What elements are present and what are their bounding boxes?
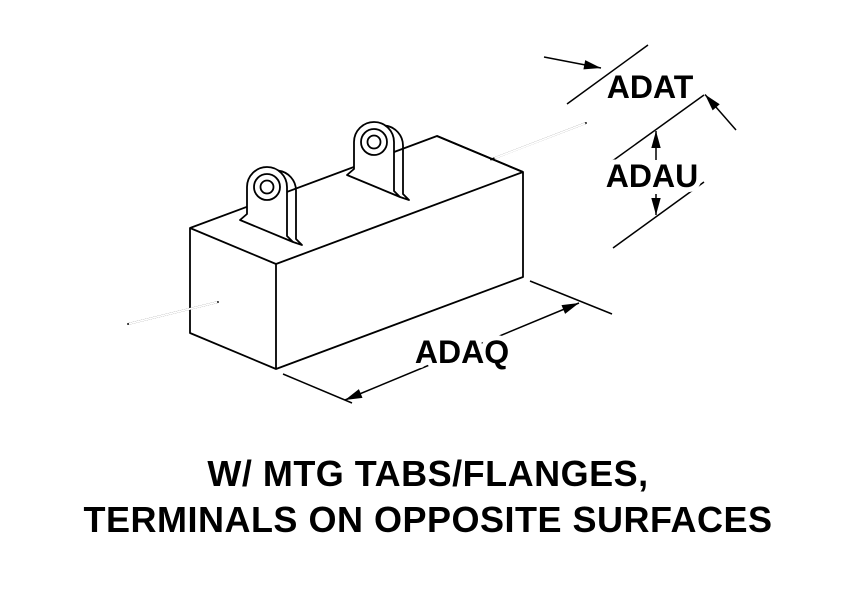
mounting-tab-left [239,166,303,246]
terminal-wire-bottom [127,301,219,325]
adaq-extension-line-right [529,280,613,315]
adaq-arrow-left [344,350,463,401]
adat-extension-line-lower [610,94,705,163]
dimension-adau: ADAU [601,131,705,249]
terminal-wire-top [436,122,587,173]
tab-right-hole-inner [366,134,382,150]
body-inner-edges [189,171,524,369]
wire-bottom-core [128,301,218,325]
tab-right-hole-outer [360,128,388,156]
dimension-adaq: ADAQ [282,280,613,404]
adau-label: ADAU [606,158,698,194]
body-top-right-edge [436,135,524,173]
wire-top-core [494,122,586,159]
adau-extension-line [612,181,705,249]
adat-arrow-left [543,56,602,70]
adaq-extension-line-left [282,373,353,404]
caption: W/ MTG TABS/FLANGES, TERMINALS ON OPPOSI… [83,453,772,540]
mounting-tab-right [346,121,410,201]
tab-left-thickness [278,169,303,246]
adat-label: ADAT [607,69,694,105]
adaq-label: ADAQ [415,334,509,370]
adaq-arrow-right [461,302,580,353]
dimension-adat: ADAT [543,44,737,163]
tab-right-thickness [385,124,410,201]
caption-line-1: W/ MTG TABS/FLANGES, [207,453,648,494]
adat-extension-line-upper [566,44,649,105]
caption-line-2: TERMINALS ON OPPOSITE SURFACES [83,499,772,540]
adat-arrow-right [704,94,737,131]
tab-left-hole-inner [259,179,275,195]
tab-left-hole-outer [253,173,281,201]
